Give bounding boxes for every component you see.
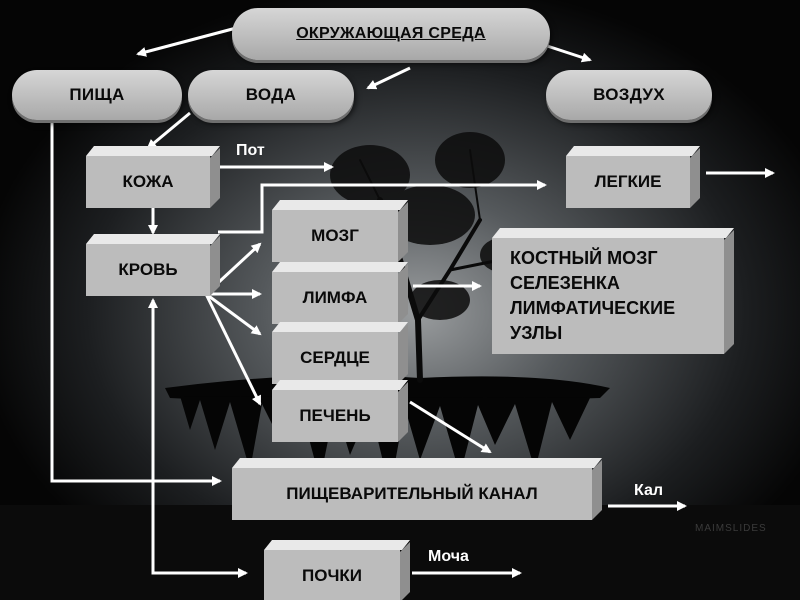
arrow-blood-to-lungs xyxy=(218,180,547,234)
node-environment: ОКРУЖАЮЩАЯ СРЕДА xyxy=(232,8,550,60)
node-liver: ПЕЧЕНЬ xyxy=(272,380,408,442)
arrow-water-to-skin xyxy=(146,111,191,150)
node-digestive: ПИЩЕВАРИТЕЛЬНЫЙ КАНАЛ xyxy=(232,458,602,520)
arrow-food-to-digestive xyxy=(50,120,222,486)
node-skin: КОЖА xyxy=(86,146,220,208)
arrow-liver-to-digestive xyxy=(409,400,492,454)
label-feces: Кал xyxy=(634,482,664,499)
node-water: ВОДА xyxy=(188,70,354,120)
node-food-label: ПИЩА xyxy=(69,85,125,104)
node-organs-line-1: КОСТНЫЙ МОЗГ xyxy=(510,248,658,268)
node-blood-label: КРОВЬ xyxy=(118,260,178,279)
node-brain-label: МОЗГ xyxy=(311,226,359,245)
node-kidneys-label: ПОЧКИ xyxy=(302,566,362,585)
arrow-blood-to-heart xyxy=(205,292,262,336)
node-organs: КОСТНЫЙ МОЗГ СЕЛЕЗЕНКА ЛИМФАТИЧЕСКИЕ УЗЛ… xyxy=(492,228,734,354)
arrow-environment-to-water xyxy=(366,66,411,90)
node-blood: КРОВЬ xyxy=(86,234,220,296)
node-organs-line-3: ЛИМФАТИЧЕСКИЕ xyxy=(510,298,676,318)
node-air: ВОЗДУХ xyxy=(546,70,712,120)
node-food: ПИЩА xyxy=(12,70,182,120)
arrow-to-kidneys xyxy=(151,481,248,578)
node-brain: МОЗГ xyxy=(272,200,408,262)
node-heart-label: СЕРДЦЕ xyxy=(300,348,370,367)
node-lymph: ЛИМФА xyxy=(272,262,408,324)
node-lungs: ЛЕГКИЕ xyxy=(566,146,700,208)
label-urine: Моча xyxy=(428,548,469,565)
node-lungs-label: ЛЕГКИЕ xyxy=(594,172,662,191)
node-lymph-label: ЛИМФА xyxy=(302,288,368,307)
node-organs-line-2: СЕЛЕЗЕНКА xyxy=(510,273,620,293)
node-air-label: ВОЗДУХ xyxy=(593,85,665,104)
watermark: MAIMSLIDES xyxy=(695,523,767,534)
node-water-label: ВОДА xyxy=(245,85,297,104)
node-skin-label: КОЖА xyxy=(122,172,174,191)
label-sweat: Пот xyxy=(236,142,265,159)
node-kidneys: ПОЧКИ xyxy=(264,540,410,600)
node-digestive-label: ПИЩЕВАРИТЕЛЬНЫЙ КАНАЛ xyxy=(286,484,538,503)
node-organs-line-4: УЗЛЫ xyxy=(510,323,563,343)
node-heart: СЕРДЦЕ xyxy=(272,322,408,384)
arrow-environment-to-food xyxy=(136,25,241,57)
node-environment-label: ОКРУЖАЮЩАЯ СРЕДА xyxy=(296,25,486,42)
node-liver-label: ПЕЧЕНЬ xyxy=(299,406,371,425)
arrow-blood-to-liver xyxy=(204,293,262,406)
